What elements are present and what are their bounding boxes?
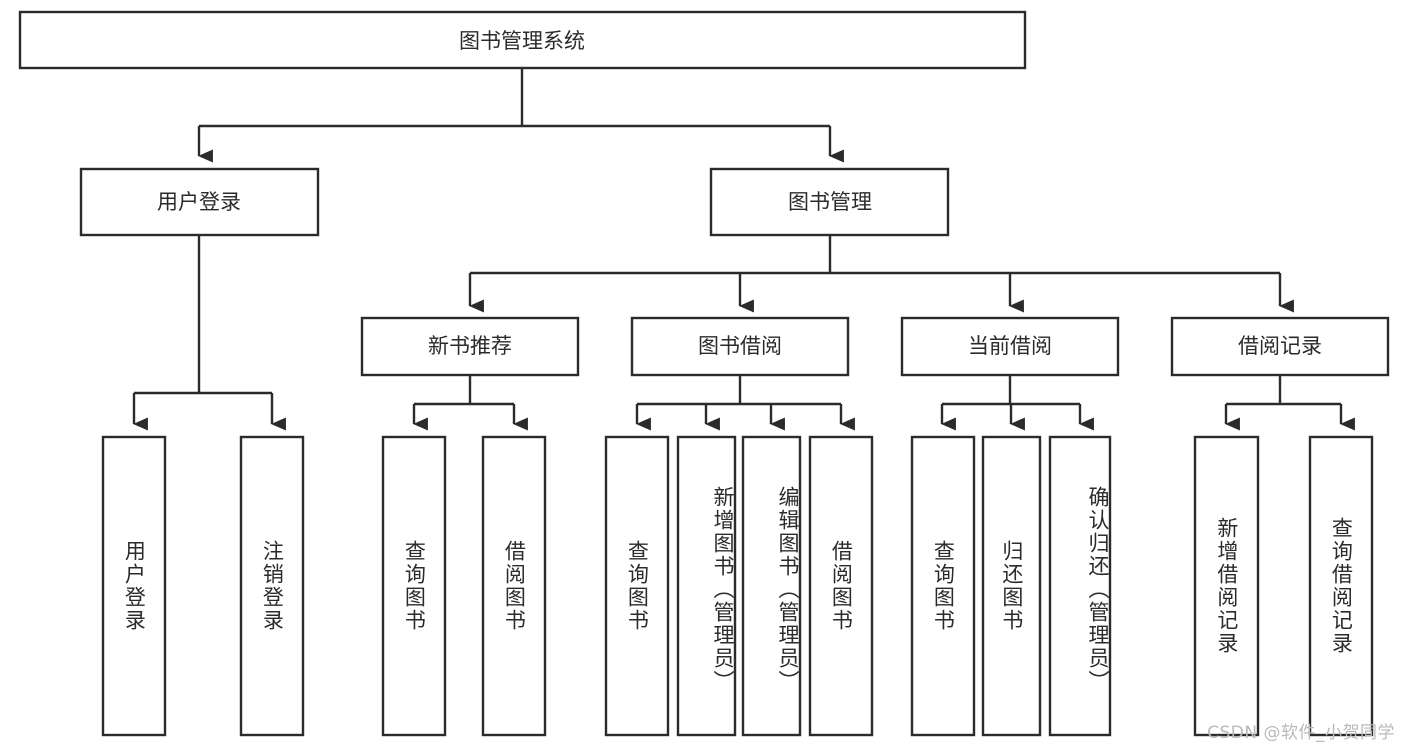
node-user-login-box[interactable] xyxy=(79,167,320,237)
leaf-box-add-book-admin[interactable] xyxy=(676,435,737,737)
leaf-box-add-borrow-record[interactable] xyxy=(1193,435,1260,737)
leaf-box-query-book-borrow[interactable] xyxy=(604,435,670,737)
leaf-box-query-book-current[interactable] xyxy=(910,435,976,737)
connector-root-to-level2 xyxy=(197,68,844,163)
leaf-box-user-login[interactable] xyxy=(101,435,167,737)
node-current-borrow-box[interactable] xyxy=(900,316,1120,377)
leaf-box-logout[interactable] xyxy=(239,435,305,737)
leaf-box-borrow-book[interactable] xyxy=(808,435,874,737)
node-book-management-label: 图书管理 xyxy=(788,190,872,214)
node-user-login-label: 用户登录 xyxy=(157,190,241,214)
leaf-box-return-book[interactable] xyxy=(981,435,1042,737)
leaf-box-query-borrow-record[interactable] xyxy=(1308,435,1374,737)
connector-new-book-recommend-to-leaves xyxy=(412,375,528,431)
csdn-watermark: CSDN @软件_小贺同学 xyxy=(1207,723,1395,743)
node-book-borrow-label: 图书借阅 xyxy=(698,334,782,358)
leaf-box-borrow-book-recommend[interactable] xyxy=(481,435,547,737)
node-root-box[interactable] xyxy=(18,10,1027,70)
node-new-book-recommend-box[interactable] xyxy=(360,316,580,377)
leaf-box-confirm-return-admin[interactable] xyxy=(1048,435,1112,737)
leaf-box-edit-book-admin[interactable] xyxy=(741,435,802,737)
connector-user-login-to-leaves xyxy=(132,235,286,431)
connector-current-borrow-to-leaves xyxy=(940,375,1094,431)
node-current-borrow-label: 当前借阅 xyxy=(968,334,1052,358)
connector-book-management-to-level3 xyxy=(468,235,1294,313)
node-root-label: 图书管理系统 xyxy=(459,29,585,53)
connector-book-borrow-to-leaves xyxy=(635,375,855,431)
node-borrow-record-label: 借阅记录 xyxy=(1238,334,1322,358)
connector-borrow-record-to-leaves xyxy=(1224,375,1355,431)
node-new-book-recommend-label: 新书推荐 xyxy=(428,334,512,358)
leaf-box-query-book-recommend[interactable] xyxy=(381,435,447,737)
